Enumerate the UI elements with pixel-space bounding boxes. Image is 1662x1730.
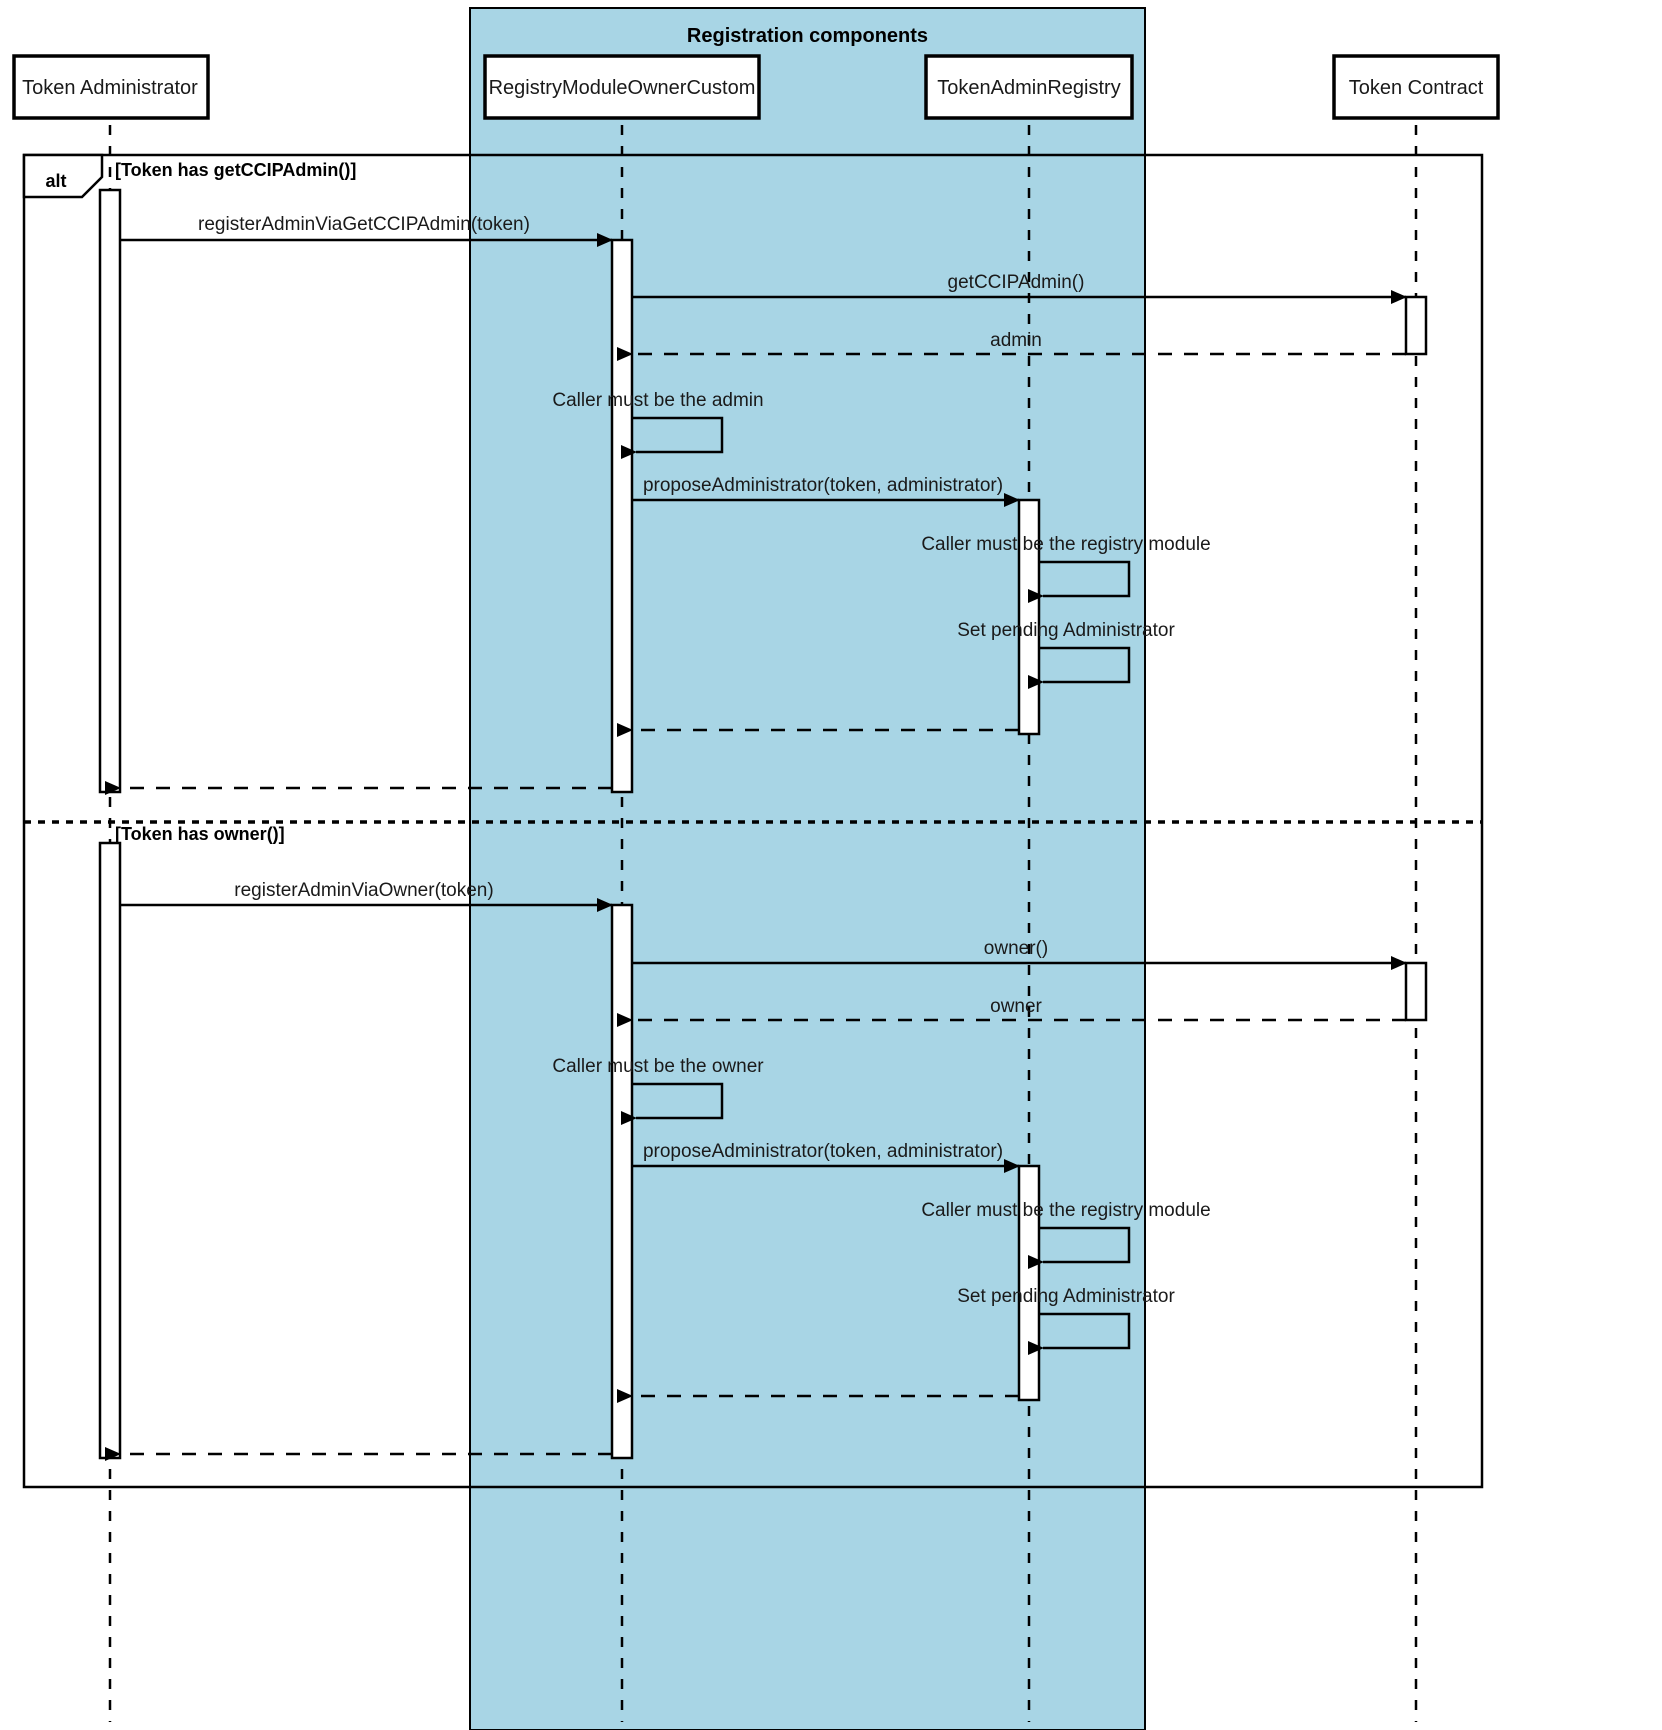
message-m15-label: Caller must be the registry module: [921, 1200, 1210, 1221]
alt-operator-label: alt: [45, 171, 66, 191]
participant-label-token-administrator: Token Administrator: [22, 77, 198, 99]
participant-label-tokenadminregistry: TokenAdminRegistry: [937, 77, 1120, 99]
message-m4-arrow: [621, 416, 724, 459]
message-m6-arrow: [1028, 560, 1131, 603]
activation-bar: [610, 238, 634, 794]
message-m1-label: registerAdminViaGetCCIPAdmin(token): [198, 214, 530, 235]
activation-bar: [1404, 295, 1428, 356]
message-m11-label: owner(): [984, 938, 1048, 959]
participant-box-token-administrator[interactable]: [12, 54, 210, 120]
activation-bar: [610, 903, 634, 1460]
message-m16-arrow: [1028, 1312, 1131, 1355]
message-m7-label: Set pending Administrator: [957, 620, 1175, 641]
messages-layer: registerAdminViaGetCCIPAdmin(token) getCC…: [105, 214, 1407, 1461]
participant-label-registrymoduleownercustom: RegistryModuleOwnerCustom: [489, 77, 756, 99]
group-box-registration-components: [469, 7, 1146, 1730]
alt-fragment-layer: alt [Token has getCCIPAdmin()] [Token has …: [22, 153, 1484, 1489]
alt-condition-0: [Token has getCCIPAdmin()]: [115, 160, 356, 180]
message-m15-arrow: [1028, 1226, 1131, 1269]
group-label: Registration components: [687, 25, 928, 47]
participant-box-tokenadminregistry[interactable]: [924, 54, 1134, 120]
participant-heads-layer: Token Administrator RegistryModuleOwnerCu…: [12, 54, 1500, 120]
participant-label-token-contract: Token Contract: [1349, 77, 1484, 99]
message-m16-label: Set pending Administrator: [957, 1286, 1175, 1307]
alt-operator-tag: [22, 153, 104, 199]
message-m6-label: Caller must be the registry module: [921, 534, 1210, 555]
message-m14-label: proposeAdministrator(token, administrato…: [643, 1141, 1003, 1162]
activation-bar: [1404, 961, 1428, 1022]
participant-box-token-contract[interactable]: [1332, 54, 1500, 120]
group-box-layer: Registration components: [469, 7, 1146, 1730]
message-m2-label: getCCIPAdmin(): [948, 272, 1085, 293]
alt-condition-1: [Token has owner()]: [115, 824, 285, 844]
message-m10-label: registerAdminViaOwner(token): [234, 880, 493, 901]
message-m7-arrow: [1028, 646, 1131, 689]
message-m3-label: admin: [990, 330, 1042, 351]
activation-bar: [98, 841, 122, 1460]
message-m13-label: Caller must be the owner: [552, 1056, 764, 1077]
message-m4-label: Caller must be the admin: [552, 390, 763, 411]
participant-box-registrymoduleownercustom[interactable]: [483, 54, 761, 120]
message-m12-label: owner: [990, 996, 1042, 1017]
activation-bar: [98, 188, 122, 794]
message-m5-label: proposeAdministrator(token, administrato…: [643, 475, 1003, 496]
message-m13-arrow: [621, 1082, 724, 1125]
